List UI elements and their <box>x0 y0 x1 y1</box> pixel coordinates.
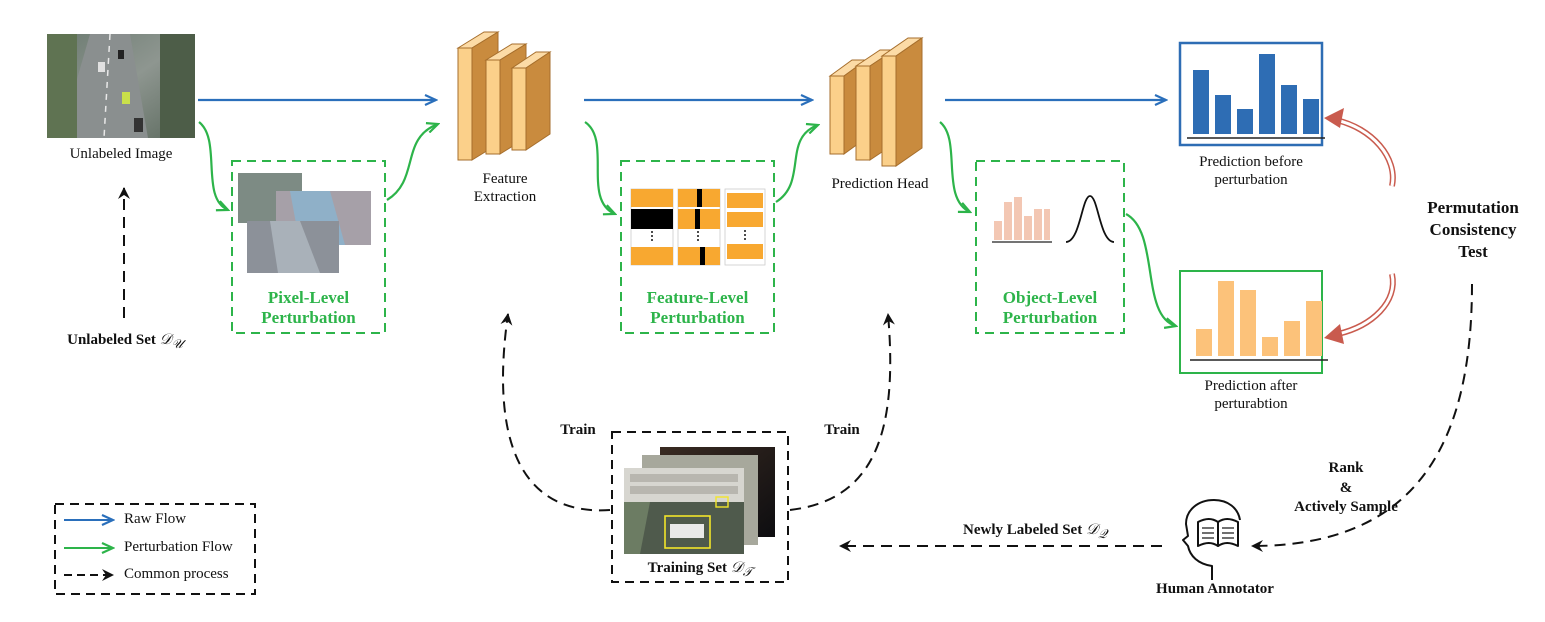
consistency-test-label: Permutation Consistency Test <box>1410 197 1536 263</box>
prediction-after-line-1: Prediction after <box>1204 378 1298 394</box>
rank-sample-line-2: & <box>1339 479 1353 496</box>
consistency-test-line-2: Consistency <box>1429 220 1517 240</box>
feature-map-2 <box>677 188 721 266</box>
object-perturbation-line-1: Object-Level <box>1002 288 1098 307</box>
feature-perturbation-line-1: Feature-Level <box>646 288 749 307</box>
prediction-before-bar-4 <box>1259 54 1275 134</box>
perturb-arrow-5 <box>939 121 970 212</box>
prediction-before-bar-2 <box>1215 95 1231 134</box>
prediction-before-bar-5 <box>1281 85 1297 134</box>
unlabeled-set-label: Unlabeled Set 𝒟𝒰 <box>30 330 220 351</box>
train-label-right: Train <box>824 422 860 438</box>
unlabeled-image-label: Unlabeled Image <box>69 146 173 162</box>
rank-sample-line-1: Rank <box>1328 460 1364 476</box>
consistency-arrow-top <box>1324 108 1396 187</box>
legend-raw-flow-label: Raw Flow <box>124 511 187 527</box>
prediction-after-bar-3 <box>1240 290 1256 356</box>
train-arrow-left <box>500 313 611 512</box>
unlabeled-set-symbol: 𝒟𝒰 <box>159 330 183 351</box>
prediction-before-bar-6 <box>1303 99 1319 134</box>
training-set-images <box>624 447 775 554</box>
rank-sample-arrow <box>1251 283 1473 552</box>
prediction-after-bar-1 <box>1196 329 1212 356</box>
feature-perturbation-label: Feature-Level Perturbation <box>621 288 774 329</box>
train-arrow-right <box>789 313 895 511</box>
unlabeled-image <box>47 33 195 139</box>
feature-perturbation-line-2: Perturbation <box>650 308 745 328</box>
prediction-before-chart <box>1187 54 1325 139</box>
prediction-after-bar-5 <box>1284 321 1300 356</box>
prediction-after-line-2: perturabtion <box>1214 396 1288 412</box>
prediction-after-label: Prediction after perturabtion <box>1170 377 1332 413</box>
gaussian-curve <box>1065 195 1115 243</box>
perturb-arrow-1 <box>198 121 228 210</box>
pixel-perturbation-box <box>231 160 386 334</box>
legend-box <box>54 503 256 595</box>
prediction-before-bar-3 <box>1237 109 1253 134</box>
consistency-test-line-3: Test <box>1458 242 1488 262</box>
perturb-arrow-2 <box>386 124 438 201</box>
training-set-box <box>611 431 789 583</box>
pixel-perturbation-line-1: Pixel-Level <box>267 288 350 307</box>
prediction-after-bar-6 <box>1306 301 1322 356</box>
prediction-head-label: Prediction Head <box>831 176 929 192</box>
object-perturbation-label: Object-Level Perturbation <box>976 288 1124 329</box>
newly-labeled-set-label: Newly Labeled Set 𝒟𝒬 <box>920 520 1150 541</box>
legend-perturbation-flow-label: Perturbation Flow <box>124 539 233 555</box>
object-perturbation-box <box>975 160 1125 334</box>
feature-map-3 <box>724 188 766 266</box>
newly-labeled-set-text: Newly Labeled Set <box>963 522 1083 538</box>
feature-extraction-blocks <box>456 31 552 161</box>
feature-extraction-line-1: Feature <box>482 171 528 187</box>
prediction-after-chart <box>1190 281 1328 361</box>
prediction-after-bar-4 <box>1262 337 1278 356</box>
consistency-test-line-1: Permutation <box>1427 198 1519 217</box>
training-set-symbol: 𝒟𝒯 <box>730 558 753 579</box>
pixel-perturbation-label: Pixel-Level Perturbation <box>232 288 385 329</box>
consistency-arrow-bottom <box>1324 273 1396 344</box>
unlabeled-set-text: Unlabeled Set <box>67 332 156 348</box>
feature-perturbation-box <box>620 160 775 334</box>
prediction-before-label: Prediction before perturbation <box>1170 153 1332 189</box>
pixel-perturbation-images <box>238 173 371 273</box>
rank-sample-line-3: Actively Sample <box>1294 499 1398 515</box>
object-perturbation-line-2: Perturbation <box>1002 308 1098 328</box>
train-label-left: Train <box>560 422 596 438</box>
legend-common-process-label: Common process <box>124 566 229 582</box>
head-with-book-icon <box>1182 499 1241 580</box>
feature-map-1 <box>630 188 674 266</box>
perturb-arrow-4 <box>775 125 818 203</box>
prediction-before-bar-1 <box>1193 70 1209 134</box>
prediction-head-blocks <box>828 37 924 167</box>
rank-sample-label: Rank & Actively Sample <box>1276 459 1416 518</box>
feature-extraction-line-2: Extraction <box>473 189 537 205</box>
prediction-before-line-1: Prediction before <box>1199 154 1303 170</box>
human-annotator-label: Human Annotator <box>1156 581 1274 597</box>
object-perturbation-bars <box>992 197 1052 243</box>
feature-extraction-label: Feature Extraction <box>440 170 570 206</box>
perturb-arrow-6 <box>1125 213 1176 326</box>
prediction-before-line-2: perturbation <box>1214 172 1288 188</box>
newly-labeled-set-symbol: 𝒟𝒬 <box>1085 520 1107 541</box>
training-set-label: Training Set 𝒟𝒯 <box>612 558 788 579</box>
perturb-arrow-3 <box>584 121 615 214</box>
prediction-after-bar-2 <box>1218 281 1234 356</box>
pixel-perturbation-line-2: Perturbation <box>261 308 356 328</box>
training-set-text: Training Set <box>647 560 727 576</box>
